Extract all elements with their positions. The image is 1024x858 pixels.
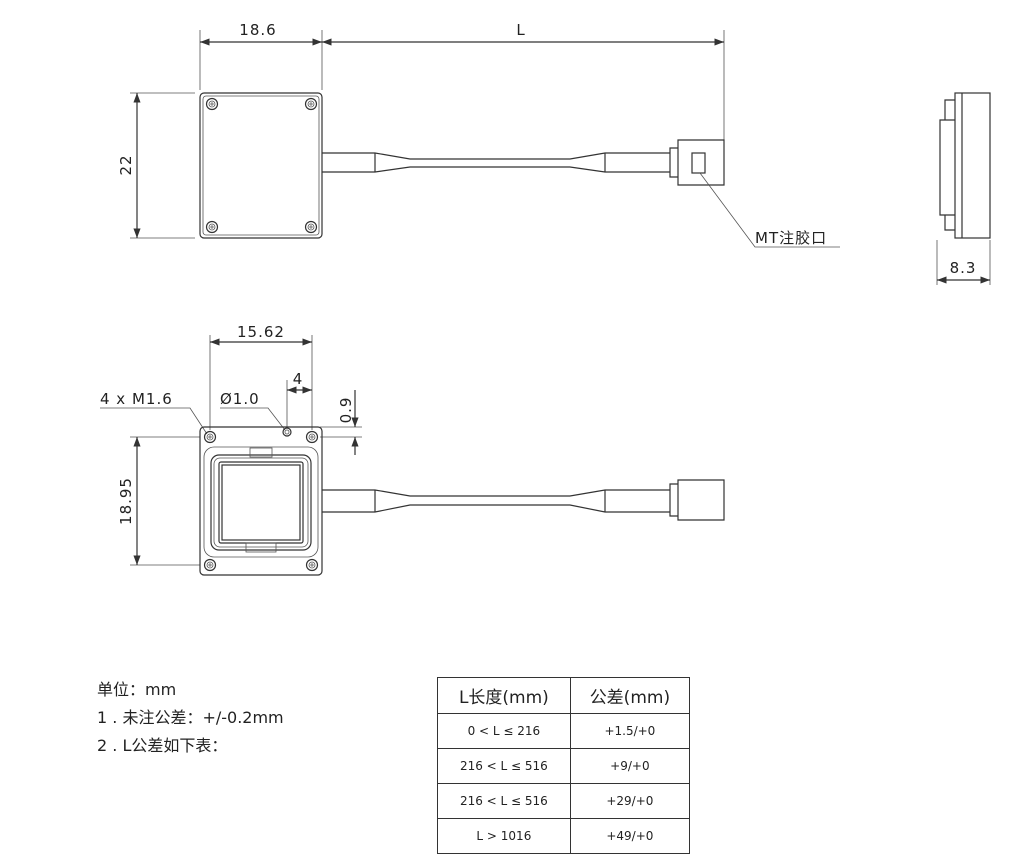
connector xyxy=(669,139,725,186)
note-2: 2 . L公差如下表： xyxy=(97,736,228,755)
bottom-view: 15.62 4 0.9 Ø1.0 4 x M1.6 18.95 xyxy=(100,323,725,576)
mt-glue-port-label: MT注胶口 xyxy=(755,229,827,247)
dim-gap: 0.9 xyxy=(337,397,355,424)
table-row: L > 1016+49/+0 xyxy=(437,818,691,854)
dim-length: L xyxy=(516,21,525,39)
dim-thickness: 8.3 xyxy=(950,259,977,277)
module-body xyxy=(199,92,323,239)
side-view: 8.3 xyxy=(936,92,991,285)
note-unit: 单位：mm xyxy=(97,680,177,699)
cell-tolerance: +1.5/+0 xyxy=(569,713,691,749)
dim-span: 15.62 xyxy=(237,323,285,341)
tolerance-table: L长度(mm) 公差(mm) 0 < L ≤ 216+1.5/+0 216 < … xyxy=(437,677,691,854)
cell-length: 216 < L ≤ 516 xyxy=(437,748,571,784)
top-view: 18.6 L 22 MT注胶口 xyxy=(117,21,840,248)
cell-tolerance: +29/+0 xyxy=(569,783,691,819)
cell-length: L > 1016 xyxy=(437,818,571,854)
table-row: 0 < L ≤ 216+1.5/+0 xyxy=(437,713,691,749)
dim-height: 22 xyxy=(117,154,135,175)
dim-width: 18.6 xyxy=(239,21,276,39)
table-row: 216 < L ≤ 516+29/+0 xyxy=(437,783,691,819)
module-body-bottom xyxy=(199,426,323,576)
dim-height-bottom: 18.95 xyxy=(117,477,135,525)
cell-length: 216 < L ≤ 516 xyxy=(437,783,571,819)
header-length: L长度(mm) xyxy=(437,677,571,714)
hole-label: Ø1.0 xyxy=(220,390,260,408)
notes: 单位：mm 1 . 未注公差：+/-0.2mm 2 . L公差如下表： xyxy=(97,676,284,760)
cell-tolerance: +9/+0 xyxy=(569,748,691,784)
table-row: 216 < L ≤ 516+9/+0 xyxy=(437,748,691,784)
note-1: 1 . 未注公差：+/-0.2mm xyxy=(97,708,284,727)
cable xyxy=(322,152,670,173)
screw-label: 4 x M1.6 xyxy=(100,390,173,408)
cell-length: 0 < L ≤ 216 xyxy=(437,713,571,749)
dim-offset: 4 xyxy=(293,370,304,388)
header-tolerance: 公差(mm) xyxy=(569,677,691,714)
cell-tolerance: +49/+0 xyxy=(569,818,691,854)
table-header-row: L长度(mm) 公差(mm) xyxy=(437,677,691,714)
